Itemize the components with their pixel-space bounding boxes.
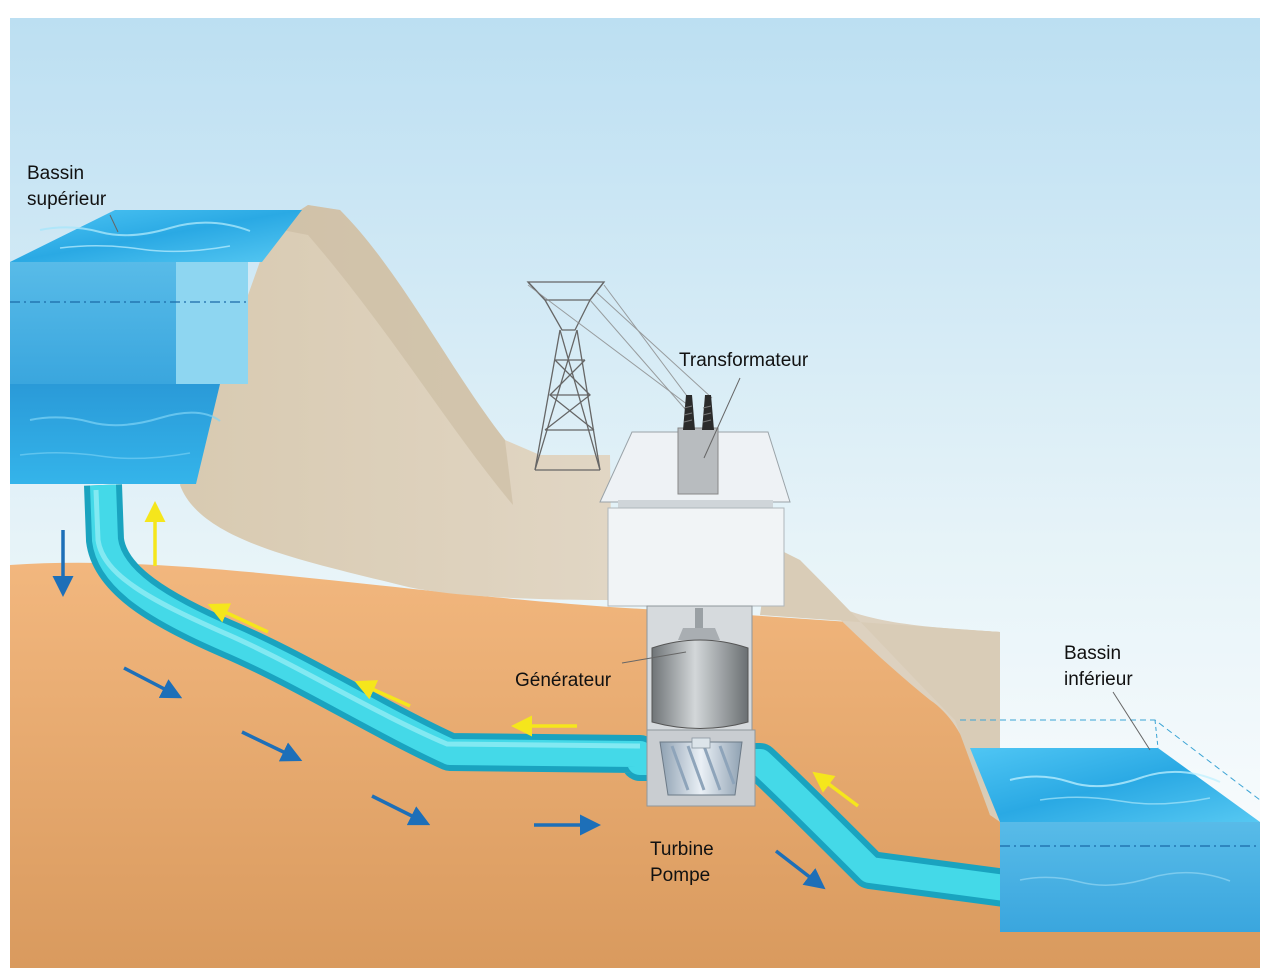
transmission-tower-icon: [526, 281, 606, 471]
power-lines: [527, 284, 713, 411]
mountain: [180, 205, 612, 600]
upper-basin-side: [176, 262, 248, 384]
generate-flow-arrow-icon-6: [774, 849, 826, 890]
powerhouse: [599, 395, 791, 807]
pump-flow-arrows: [144, 501, 860, 808]
generate-flow-arrow-icon-3: [241, 730, 303, 762]
lower-basin-label-line1: Bassin: [1064, 643, 1122, 664]
lower-basin-label: Bassin inférieur: [1064, 641, 1133, 693]
upper-basin-label: Bassin supérieur: [27, 161, 106, 213]
upper-basin-front: [10, 262, 176, 384]
mountain-ridge: [272, 205, 513, 505]
upper-basin-deep: [10, 384, 220, 484]
generator-body: [651, 639, 749, 729]
pump-flow-arrow-icon-3: [354, 680, 411, 708]
turbine-label: Turbine Pompe: [650, 837, 714, 889]
turbine-runner: [659, 741, 743, 796]
leader-lines: [109, 214, 1151, 751]
upper-basin-surface: [10, 210, 302, 262]
upper-basin: [10, 210, 302, 484]
transformer-box: [677, 427, 719, 495]
generate-flow-arrow-icon-2: [123, 666, 183, 699]
turbine-label-line1: Turbine: [650, 839, 714, 860]
upper-basin-label-line2: supérieur: [27, 189, 107, 210]
penstock-pipe-shine: [93, 489, 641, 749]
generator-label: Générateur: [515, 670, 612, 691]
turbine-label-line2: Pompe: [650, 865, 711, 886]
upper-basin-label-line1: Bassin: [27, 163, 85, 184]
generate-flow-arrows: [52, 530, 826, 890]
generate-flow-arrow-icon-4: [371, 794, 431, 826]
lower-basin-ghost-side: [1154, 719, 1159, 749]
pump-flow-arrow-icon-5: [812, 771, 860, 808]
lower-basin: [960, 719, 1261, 932]
powerhouse-wall: [607, 507, 785, 607]
transformer-label: Transformateur: [679, 350, 809, 371]
mountain-slope-right-body: [760, 545, 1000, 822]
pump-flow-arrow-icon-2: [207, 603, 269, 634]
lower-basin-label-line2: inférieur: [1064, 669, 1133, 690]
